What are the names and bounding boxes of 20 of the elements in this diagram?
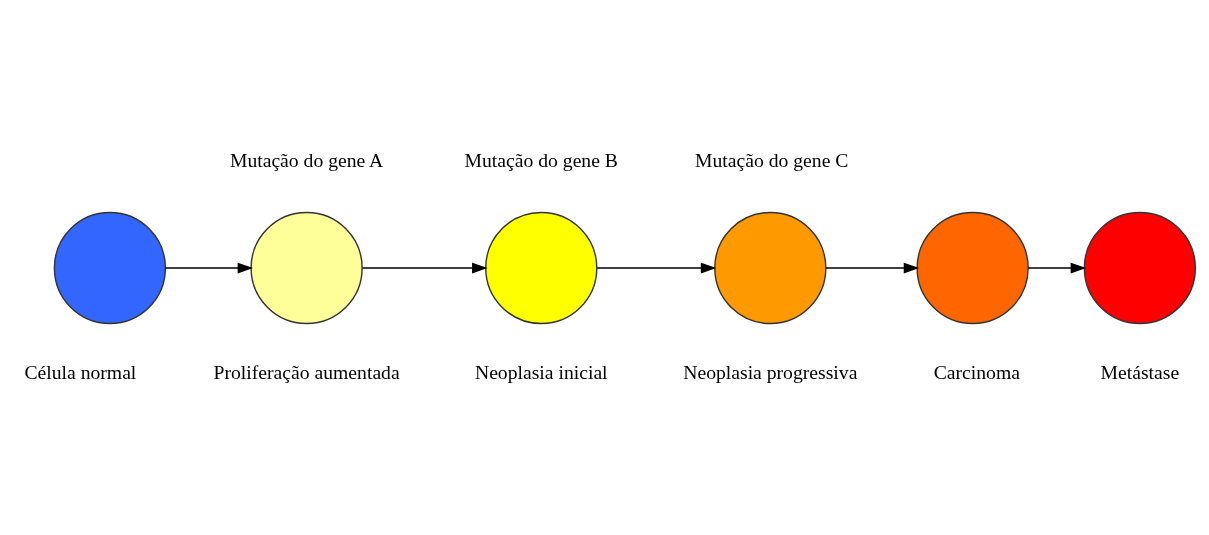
node-label: Mutação do gene C bbox=[695, 148, 849, 171]
node-label: Neoplasia progressiva bbox=[683, 360, 858, 383]
node-label: Proliferação aumentada bbox=[213, 360, 400, 383]
arrow bbox=[825, 262, 920, 273]
arrow bbox=[1027, 262, 1087, 273]
node-label: Metástase bbox=[1100, 360, 1180, 383]
node-circle bbox=[714, 211, 827, 324]
node-circle bbox=[916, 211, 1029, 324]
node-label: Carcinoma bbox=[933, 360, 1020, 383]
node-label: Mutação do gene B bbox=[464, 148, 618, 171]
node-circle bbox=[485, 211, 598, 324]
node-circle bbox=[53, 211, 167, 324]
node-circle bbox=[250, 211, 363, 324]
arrow bbox=[361, 262, 488, 273]
node-label: Célula normal bbox=[24, 360, 137, 383]
node-label: Mutação do gene A bbox=[229, 148, 384, 171]
node-label: Neoplasia inicial bbox=[474, 360, 608, 383]
node-circle bbox=[1083, 211, 1197, 324]
arrow bbox=[596, 262, 717, 273]
arrow bbox=[164, 262, 254, 273]
